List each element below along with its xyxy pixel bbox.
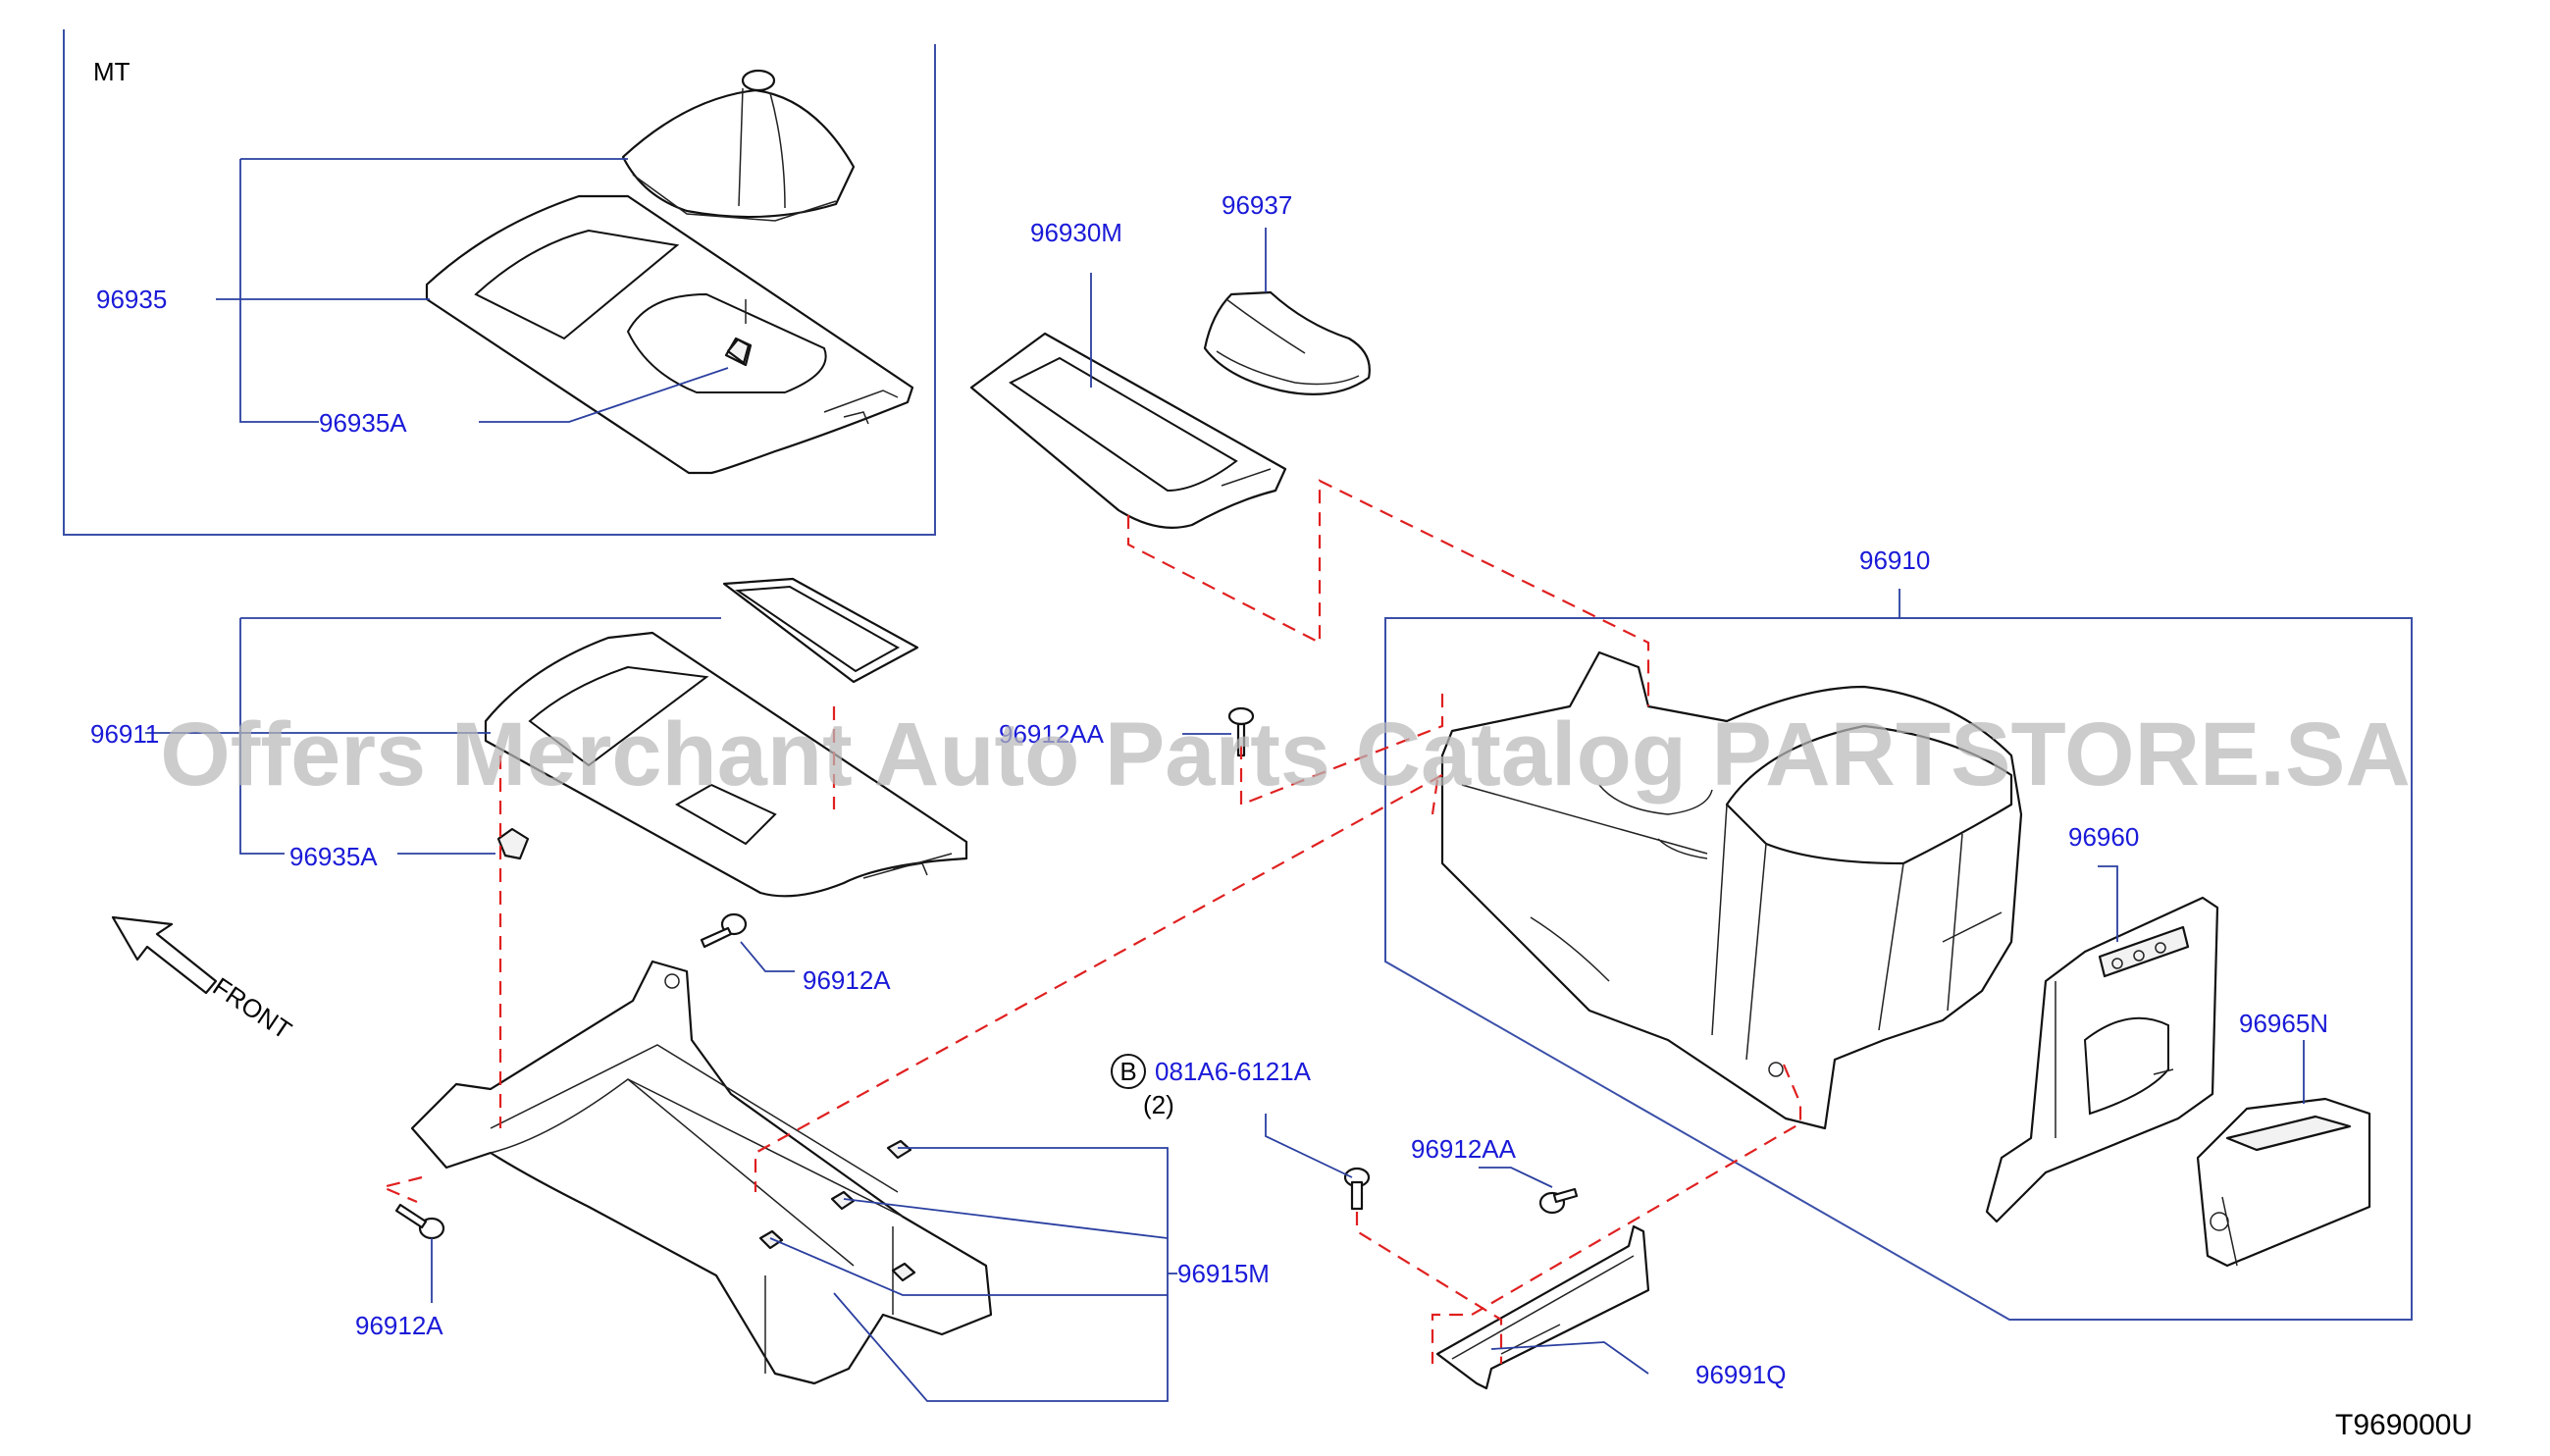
console-finisher-96930m-part: [969, 332, 1287, 529]
callout-96911: 96911: [90, 719, 159, 749]
callout-96991q: 96991Q: [1695, 1360, 1787, 1389]
clip-96935a-at: [496, 827, 530, 860]
insert-pane-96935a-part: [722, 577, 919, 684]
bolt-circle-letter: B: [1119, 1057, 1136, 1086]
screw-96912a-upper: [700, 912, 748, 949]
assembly-guide-lines: [379, 479, 1802, 1364]
front-direction-label: FRONT: [208, 971, 297, 1045]
callout-96960: 96960: [2068, 822, 2139, 852]
callout-96912a-lower: 96912A: [355, 1311, 443, 1340]
callout-96935a-at: 96935A: [289, 842, 378, 871]
bracket-96991q-part: [1435, 1224, 1650, 1390]
console-bottom-bracket-part: [410, 960, 993, 1385]
screw-96912aa-lower: [1538, 1187, 1579, 1215]
bolt-part-number: 081A6-6121A: [1155, 1057, 1312, 1086]
console-assembly-frame: [1384, 589, 2413, 1321]
callout-96915m: 96915M: [1177, 1259, 1270, 1288]
front-arrow-icon: [111, 915, 218, 995]
console-box-part: [1440, 650, 2023, 1130]
bolt-081a6-6121a: [1343, 1167, 1371, 1211]
callout-96910: 96910: [1859, 546, 1930, 575]
callout-96912aa-top: 96912AA: [999, 719, 1105, 749]
bolt-reference: B 081A6-6121A (2): [1111, 1054, 1312, 1119]
lid-96937-part: [1203, 290, 1371, 395]
callout-96935a-mt: 96935A: [319, 408, 407, 438]
console-finisher-mt-part: [425, 194, 914, 475]
bolt-quantity: (2): [1143, 1090, 1174, 1119]
callout-96935: 96935: [96, 285, 167, 314]
diagram-reference-code: T969000U: [2335, 1409, 2472, 1441]
shift-boot-part: [621, 69, 856, 222]
callout-96937: 96937: [1222, 190, 1292, 220]
ashtray-96965n-part: [2196, 1097, 2371, 1268]
callout-96912a-upper: 96912A: [803, 965, 891, 995]
mt-inset-frame: [63, 29, 936, 536]
mt-section-label: MT: [93, 57, 130, 86]
screw-96912aa-top: [1227, 706, 1255, 757]
callout-leaders: [145, 158, 2305, 1402]
console-finisher-at-part: [484, 631, 968, 898]
clips-96915m: [758, 1139, 916, 1282]
callout-96965n: 96965N: [2239, 1009, 2328, 1038]
watermark-text: Offers Merchant Auto Parts Catalog PARTS…: [160, 704, 2411, 805]
screw-96912a-lower: [394, 1203, 445, 1240]
callout-96930m: 96930M: [1030, 218, 1122, 247]
callout-96912aa-lower: 96912AA: [1411, 1134, 1517, 1164]
rear-finisher-96960-part: [1985, 896, 2219, 1223]
clip-96935a-mt: [726, 338, 751, 365]
